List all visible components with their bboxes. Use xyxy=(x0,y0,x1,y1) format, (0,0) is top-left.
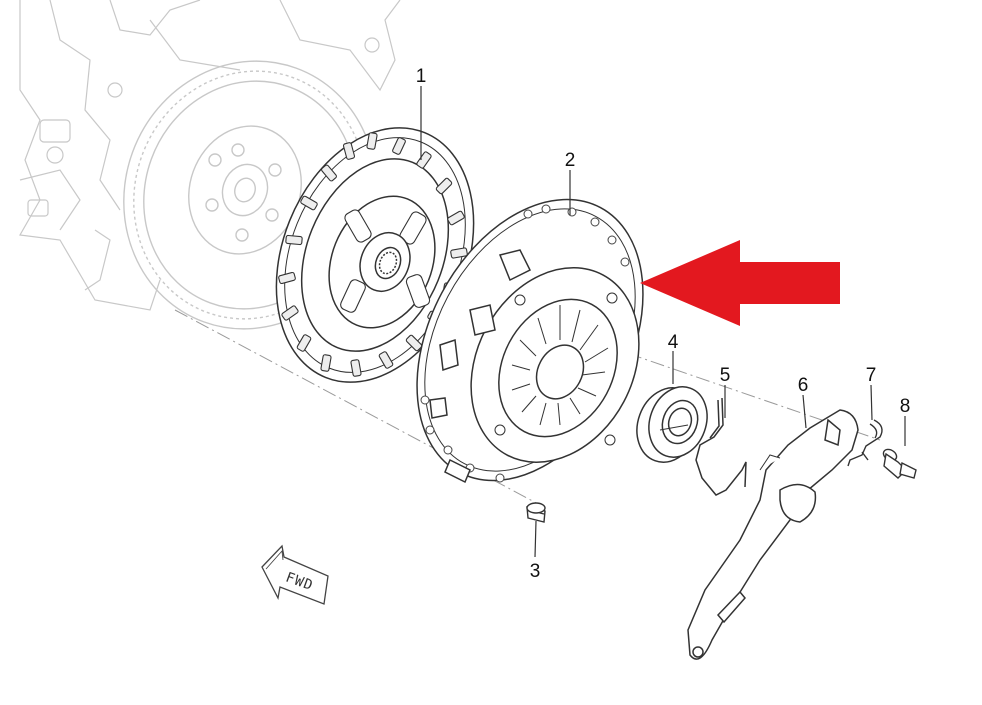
fwd-direction-arrow: FWD xyxy=(261,544,329,605)
pressure-plate xyxy=(416,198,644,484)
clutch-disc xyxy=(275,127,475,383)
callout-7: 7 xyxy=(866,365,877,386)
highlight-arrow xyxy=(640,240,840,326)
callout-6: 6 xyxy=(798,375,809,396)
release-fork xyxy=(687,409,859,660)
release-bearing xyxy=(636,386,708,463)
leader-line-6 xyxy=(802,394,807,429)
callout-1: 1 xyxy=(416,66,427,87)
leader-lines xyxy=(420,86,906,558)
callout-5: 5 xyxy=(720,365,731,386)
leader-line-7 xyxy=(870,384,873,421)
leader-line-3 xyxy=(534,520,537,558)
callout-8: 8 xyxy=(900,396,911,417)
pivot-stud xyxy=(882,448,917,479)
spring-clip xyxy=(695,397,747,496)
callout-3: 3 xyxy=(530,561,541,582)
callout-2: 2 xyxy=(565,150,576,171)
retainer-clip xyxy=(847,419,883,467)
callout-4: 4 xyxy=(668,332,679,353)
bolt xyxy=(526,502,546,523)
